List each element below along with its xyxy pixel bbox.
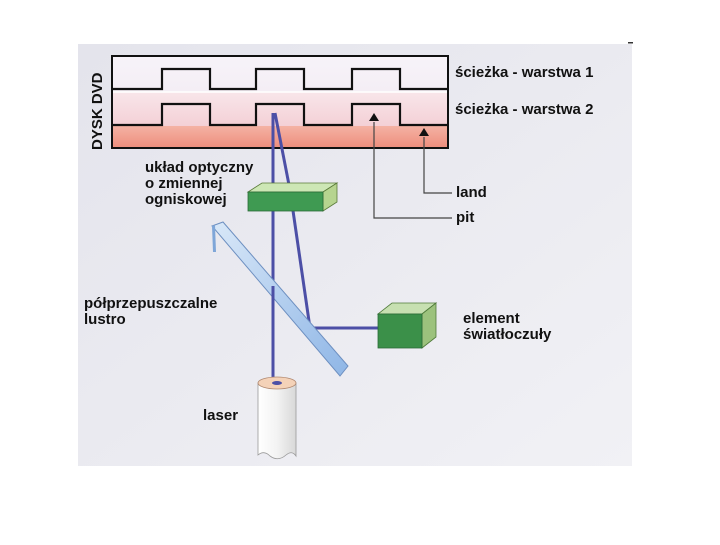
- dvd-disc: [111, 55, 449, 149]
- pit-marker: [369, 113, 379, 121]
- land-label: land: [456, 184, 487, 201]
- laser-source: [257, 376, 297, 460]
- track-layer-1-wave: [113, 67, 447, 91]
- track-layer-2-wave: [113, 102, 447, 127]
- photosensitive-element-label: element światłoczuły: [463, 310, 552, 343]
- pit-label: pit: [456, 209, 475, 226]
- photosensitive-element-box: [376, 302, 438, 349]
- disc-label: DYSK DVD: [89, 72, 106, 150]
- land-pointer-line: [423, 137, 452, 194]
- optics-box: [246, 182, 339, 212]
- laser-label: laser: [203, 407, 239, 424]
- pit-pointer-line: [373, 122, 452, 219]
- track-layer-1-label: ścieżka - warstwa 1: [455, 64, 594, 81]
- land-marker: [419, 128, 429, 136]
- semi-transparent-mirror: [211, 221, 349, 377]
- mirror-label: półprzepuszczalne lustro: [84, 295, 218, 328]
- laser-beams: [271, 112, 382, 380]
- track-layer-2-label: ścieżka - warstwa 2: [455, 101, 594, 118]
- panel-top-mark: [628, 42, 633, 44]
- optical-system-label: układ optyczny o zmiennej ogniskowej: [145, 159, 254, 208]
